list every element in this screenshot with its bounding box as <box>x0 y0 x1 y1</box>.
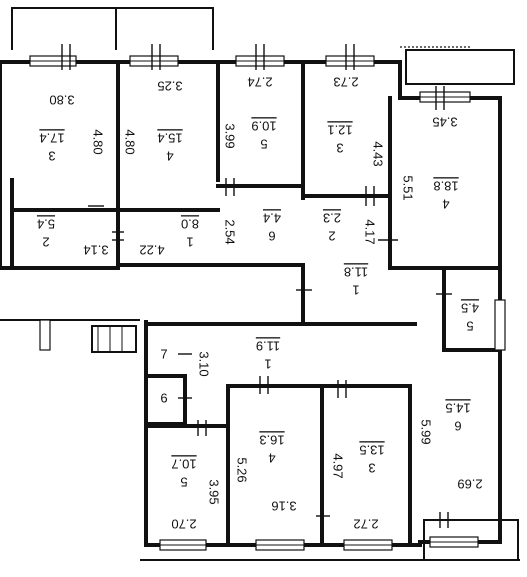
balcony-right <box>405 49 515 85</box>
room-label-1-left: 1 8.0 <box>181 217 199 250</box>
room-label-2-hall: 2 2.3 <box>323 211 341 244</box>
room-area: 4.5 <box>461 301 479 316</box>
room-number: 4 <box>166 149 173 164</box>
room-area: 14.5 <box>445 401 470 416</box>
dimension-label: 2.69 <box>457 477 482 492</box>
windows <box>29 55 506 551</box>
room-dimension: 4.22 <box>139 243 164 258</box>
dimension-label: 3.95 <box>207 479 222 504</box>
room-area: 4.4 <box>263 211 281 226</box>
room-area: 11.9 <box>256 339 280 354</box>
room-area: 13.5 <box>359 443 384 458</box>
room-dimension: 3.45 <box>432 115 457 130</box>
room-area: 16.3 <box>259 433 284 448</box>
room-label-2-left: 2 5.4 <box>37 217 55 250</box>
room-label-6-hall: 6 4.4 <box>263 211 281 244</box>
room-number: 5 <box>180 475 187 490</box>
room-label-5-right: 5 4.5 <box>461 301 479 334</box>
room-number: 5 <box>260 137 267 152</box>
dimension-label: 4.80 <box>91 129 106 154</box>
room-label-1-lower: 1 11.9 <box>256 339 280 372</box>
dimension-label: 3.99 <box>223 123 238 148</box>
room-area: 11.8 <box>344 265 368 280</box>
room-dimension: 3.14 <box>83 243 108 258</box>
room-dimension: 2.73 <box>333 75 358 90</box>
room-area: 5.4 <box>37 217 55 232</box>
room-labels: 3 17.4 3.80 4 15.4 3.25 5 10.9 2.74 3 12… <box>37 75 479 490</box>
room-label-7: 7 <box>160 347 167 362</box>
room-number: 3 <box>368 461 375 476</box>
dimension-label: 2.70 <box>171 517 196 532</box>
room-number: 5 <box>466 319 473 334</box>
room-label-4-top: 4 15.4 <box>157 131 182 164</box>
room-dimension: 2.74 <box>247 75 272 90</box>
room-area: 12.1 <box>327 123 352 138</box>
room-label-6-lower-right: 6 14.5 <box>445 401 470 434</box>
room-number: 1 <box>264 357 271 372</box>
balcony-top <box>11 7 214 50</box>
room-label-5-top: 5 10.9 <box>251 119 276 152</box>
room-area: 18.8 <box>433 179 458 194</box>
dimension-labels: 4.80 4.80 3.99 4.43 5.51 2.54 4.17 3.10 … <box>91 123 483 531</box>
room-label-3-top-left: 3 17.4 <box>39 131 64 164</box>
room-number: 6 <box>268 229 275 244</box>
room-label-6-small: 6 <box>160 391 167 406</box>
dimension-label: 5.99 <box>419 419 434 444</box>
room-area: 15.4 <box>157 131 182 146</box>
room-area: 8.0 <box>181 217 199 232</box>
dimension-label: 4.97 <box>331 453 346 478</box>
dimension-label: 2.54 <box>223 219 238 244</box>
room-label-4-right: 4 18.8 <box>433 179 458 212</box>
dimension-label: 2.72 <box>353 517 378 532</box>
dimension-label: 4.80 <box>123 129 138 154</box>
door-marks <box>61 44 452 528</box>
room-dimension: 3.80 <box>49 93 74 108</box>
room-area: 10.9 <box>251 119 276 134</box>
dimension-label: 4.43 <box>371 141 386 166</box>
room-number: 2 <box>42 235 49 250</box>
room-number: 3 <box>336 141 343 156</box>
room-number: 1 <box>186 235 193 250</box>
room-area: 10.7 <box>171 457 196 472</box>
room-area: 2.3 <box>323 211 341 226</box>
room-label-5-lower-left: 5 10.7 <box>171 457 196 490</box>
room-number: 6 <box>454 419 461 434</box>
room-label-3-lower: 3 13.5 <box>359 443 384 476</box>
room-dimension: 3.25 <box>157 79 182 94</box>
room-number: 3 <box>48 149 55 164</box>
dimension-label: 3.16 <box>271 499 296 514</box>
room-number: 4 <box>442 197 449 212</box>
dimension-label: 3.10 <box>197 351 212 376</box>
room-label-3-top-mid: 3 12.1 <box>327 123 352 156</box>
room-label-4-lower: 4 16.3 <box>259 433 284 466</box>
room-number: 2 <box>328 229 335 244</box>
room-number: 1 <box>352 283 359 298</box>
interior-walls <box>0 60 502 547</box>
dimension-label: 4.17 <box>363 219 378 244</box>
dimension-label: 5.26 <box>235 457 250 482</box>
room-area: 17.4 <box>39 131 64 146</box>
room-number: 4 <box>268 451 275 466</box>
dimension-label: 5.51 <box>401 175 416 200</box>
room-label-1-hall: 1 11.8 <box>344 265 368 298</box>
